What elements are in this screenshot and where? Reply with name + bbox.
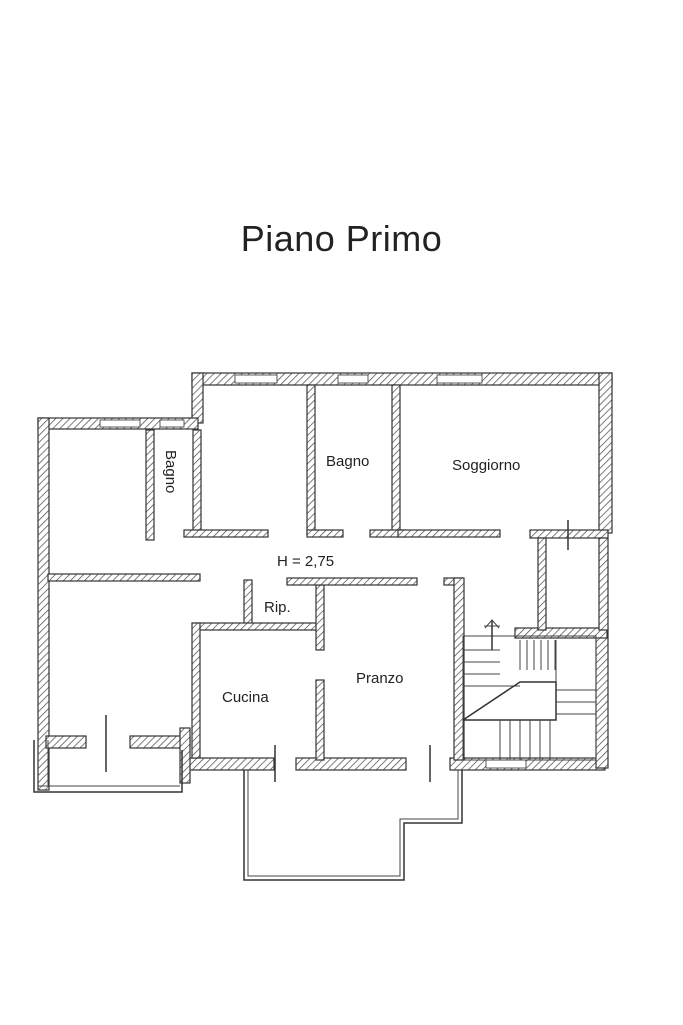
balconies — [33, 740, 463, 881]
room-label-rip: Rip. — [264, 599, 291, 616]
door-marks — [105, 520, 569, 782]
room-label-bagno-left: Bagno — [162, 450, 179, 493]
outer-walls — [37, 372, 613, 791]
interior-walls — [47, 384, 609, 784]
room-label-bagno: Bagno — [326, 453, 369, 470]
windows — [99, 374, 527, 769]
room-label-cucina: Cucina — [222, 689, 269, 706]
plan-title: Piano Primo — [240, 218, 443, 259]
room-label-soggiorno: Soggiorno — [452, 457, 520, 474]
staircase — [462, 619, 597, 761]
room-label-pranzo: Pranzo — [356, 670, 404, 687]
ceiling-height-label: H = 2,75 — [277, 553, 334, 570]
